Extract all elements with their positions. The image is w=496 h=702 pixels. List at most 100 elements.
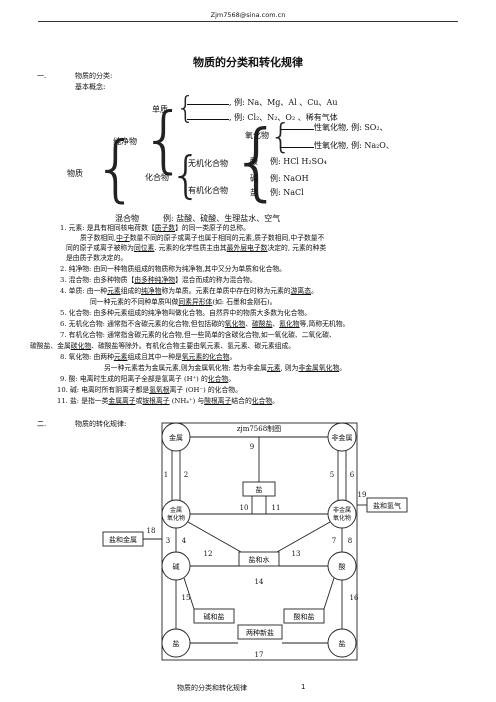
num-6: 6 xyxy=(350,471,355,479)
num-11: 11 xyxy=(272,504,281,512)
tree-compound: 化合物 xyxy=(145,173,169,182)
simple-line-1: , 例: Na、Mg、Al 、Cu、Au xyxy=(187,97,338,108)
text-underlined: 最外层电子数 xyxy=(226,244,268,252)
def-7-line-2: 碳酸盐、金属碳化物、碳酸盐等除外。有机化合物主要由氧元素、氢元素、碳元素组成。 xyxy=(30,342,295,351)
text-underlined: 质子数 xyxy=(154,224,176,232)
def-1-line-4: 是由质子数决定的。 xyxy=(66,254,128,262)
header-email: Zjm7568@sina.com.cn xyxy=(210,11,286,19)
label-acid: 酸 xyxy=(339,562,346,571)
blank-nonmetal xyxy=(187,112,229,120)
text: 9. 酸: 电离时生成的阳离子全部是氢离子 (H⁺) 的 xyxy=(60,375,208,383)
num-10: 10 xyxy=(240,504,249,512)
num-12: 12 xyxy=(204,550,213,558)
tree-pure: 纯净物 xyxy=(113,137,137,146)
def-1-line-2: 质子数相同,中子数量不同的原子或离子也属于相同的元素,质子数相同,中子数量不 xyxy=(80,234,324,243)
text-underlined: 氰化物 xyxy=(279,320,300,328)
oxide-example-2: 性氧化物, 例: Na₂O、 xyxy=(314,141,394,150)
label-base-salt: 碱和盐 xyxy=(204,612,225,621)
text-underlined: 纯净物 xyxy=(141,287,162,295)
def-3: 3. 混合物: 由多种物质【由多种纯净物】混合而成的称为混合物。 xyxy=(60,276,257,285)
box-base-salt xyxy=(193,608,235,624)
text-underlined: 铵根离子 xyxy=(142,397,170,405)
tree-oxide: 氧化物 xyxy=(245,131,269,140)
line-acid-acidsalt xyxy=(323,577,335,610)
label-salt-hydrogen: 盐和氢气 xyxy=(373,501,401,510)
footer-title: 物质的分类和转化规律 xyxy=(177,684,247,692)
section1-number: 一. xyxy=(37,72,47,80)
def-1-line-3: 同的原子或离子被称为同位素. 元素的化学性质主由其最外层电子数决定的, 元素的种… xyxy=(66,244,326,253)
diagram-credit: zjm7568制图 xyxy=(237,424,281,433)
text-underlined: 非金属氧化物 xyxy=(298,364,340,372)
label-salt-left: 盐 xyxy=(173,639,180,648)
text: 离子 (OH⁻) 的化合物。 xyxy=(169,386,242,394)
text: , 则为 xyxy=(280,364,299,372)
tree-salt-example: 例: NaCl xyxy=(270,188,304,197)
text-underlined: 元素 xyxy=(266,364,281,372)
text: 组成且其中一种是 xyxy=(127,353,182,361)
def-9: 9. 酸: 电离时生成的阳离子全部是氢离子 (H⁺) 的化合物。 xyxy=(60,375,235,384)
num-1: 1 xyxy=(164,471,168,479)
simple-example-2: , 例: Cl₂、N₂、O₂ 、稀有气体 xyxy=(229,113,338,122)
tree-acid-example: 例: HCl H₂SO₄ xyxy=(270,157,327,166)
section1-heading: 物质的分类: xyxy=(75,72,113,80)
text: 等,简称无机物。 xyxy=(299,320,350,328)
text: (NH₄⁺) 与 xyxy=(169,397,205,405)
box-two-new-salts xyxy=(237,624,283,640)
text: 质子数相同, xyxy=(80,234,117,242)
tree-root: 物质 xyxy=(67,169,83,178)
num-9: 9 xyxy=(250,443,254,451)
oxide-line-2: 性氧化物, 例: Na₂O、 xyxy=(280,140,394,151)
label-salt-metal: 盐和金属 xyxy=(109,535,137,544)
def-6: 6. 无机化合物: 通常指不含碳元素的化合物,但包括碳的氧化物、碳酸盐、氰化物等… xyxy=(60,320,349,329)
text: 。 xyxy=(311,287,318,295)
label-nonmetal: 非金属 xyxy=(332,433,353,442)
def-4-line-1: 4. 单质: 由一种元素组成的纯净物称为单质。元素在单质中存在时称为元素的游离态… xyxy=(60,287,318,296)
label-nonmetal-oxide-1: 非金属 xyxy=(333,506,351,514)
brace-root: { xyxy=(93,126,139,210)
def-10: 10. 碱: 电离时所有阴离子都是氢氧根离子 (OH⁻) 的化合物。 xyxy=(57,386,242,395)
num-8: 8 xyxy=(348,537,352,545)
text: 。 xyxy=(272,397,279,405)
def-2: 2. 纯净物: 由同一种物质组成的物质称为纯净物,其中又分为单质和化合物。 xyxy=(60,265,286,273)
node-metal-oxide xyxy=(161,499,191,529)
text: 组成的 xyxy=(120,287,142,295)
text: 3. 混合物: 由多种物质【 xyxy=(60,276,135,284)
label-base: 碱 xyxy=(173,563,180,571)
num-18: 18 xyxy=(147,527,156,535)
text: 称为单质。元素在单质中存在时称为元素的 xyxy=(161,287,291,295)
def-11: 11. 盐: 是指一类金属离子或铵根离子 (NH₄⁺) 与酸根离子结合的化合物。 xyxy=(57,397,279,406)
blank-metal xyxy=(187,97,229,105)
blank-basic xyxy=(280,140,314,148)
tree-inorganic: 无机化合物 xyxy=(188,159,228,168)
brace-oxide: { xyxy=(270,117,292,157)
num-15: 15 xyxy=(182,594,191,602)
def-1-line-1: 1. 元素: 是具有相同核电荷数【质子数】的同一类原子的总称。 xyxy=(60,224,250,233)
tree-acid: 酸 xyxy=(250,157,258,166)
text: 或 xyxy=(135,397,143,405)
box-acid-salt xyxy=(283,608,325,624)
footer-page-number: 1 xyxy=(301,683,306,691)
label-two-new-salts: 两种新盐 xyxy=(246,628,274,637)
line-base-basesalt xyxy=(183,577,195,610)
label-metal: 金属 xyxy=(169,433,183,442)
text-underlined: 同素异形体 xyxy=(178,298,213,306)
text-underlined: 中子 xyxy=(116,234,130,242)
text: 】混合而成的称为混合物。 xyxy=(175,276,257,284)
text: 同一种元素的不同种单质叫做 xyxy=(90,298,179,306)
def-7-line-1: 7. 有机化合物: 通常指含碳元素的化合物,但一些简单的含碳化合物,如一氧化碳、… xyxy=(60,331,336,339)
num-16: 16 xyxy=(350,594,359,602)
text: 决定的, 元素的种类 xyxy=(267,244,327,252)
text: . 元素的化学性质主由其 xyxy=(154,244,227,252)
num-5: 5 xyxy=(330,471,334,479)
def-5: 5. 化合物: 由多种元素组成的纯净物叫做化合物。自然界中的物质大多数为化合物。 xyxy=(60,309,311,317)
num-14: 14 xyxy=(255,578,264,586)
text-underlined: 酸根离子 xyxy=(204,397,232,405)
num-3: 3 xyxy=(166,537,170,545)
text: 】的同一类原子的总称。 xyxy=(175,224,250,232)
oxide-example-1: 性氧化物, 例: SO₂、 xyxy=(314,123,388,132)
tree-organic: 有机化合物 xyxy=(188,186,228,195)
section2-number: 二. xyxy=(37,420,47,428)
text-underlined: 氧元素的化合物 xyxy=(181,353,230,361)
text-underlined: 金属离子 xyxy=(108,397,136,405)
